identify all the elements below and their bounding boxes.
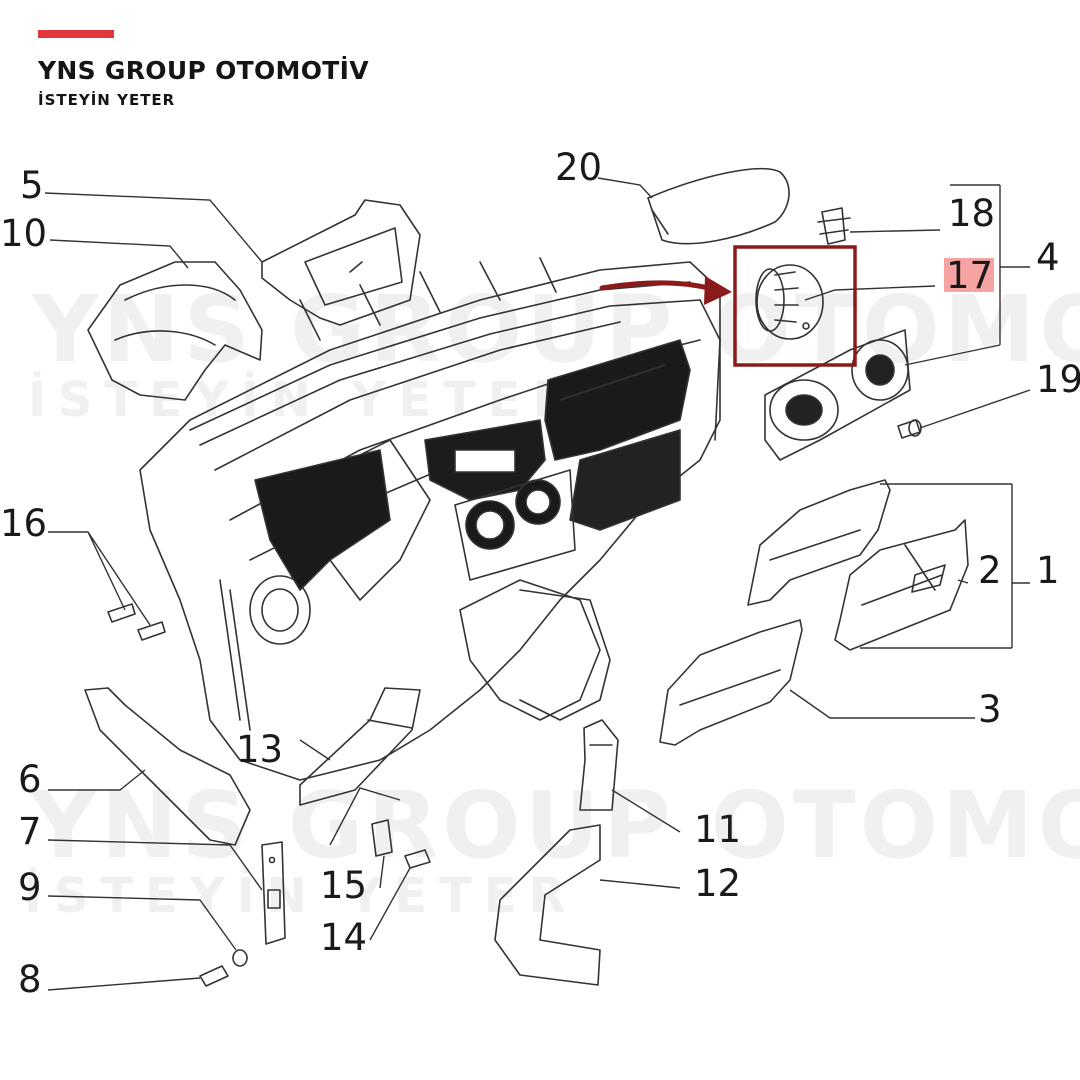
highlight-frame [733,245,857,367]
callout-13: 13 [236,728,283,771]
brand-tagline: İSTEYİN YETER [38,91,176,109]
part-10-column-cover [87,261,263,401]
part-5-upper-cover [261,199,421,326]
callout-15: 15 [320,864,367,907]
callout-10: 10 [0,212,47,255]
callout-14: 14 [320,916,367,959]
part-4-vent-housing [764,329,911,461]
part-16-screws [107,603,166,641]
dashboard-body [139,257,721,781]
callout-2: 2 [978,549,1002,592]
part-14-bolt [404,849,431,869]
brand-accent-bar [38,30,114,38]
watermark-name-lower: YNS GROUP OTOMOTİV [30,772,1080,879]
part-18-clip [817,207,851,245]
part-19-screw [897,419,922,439]
part-11-small-duct [579,719,619,811]
callout-19: 19 [1036,358,1080,401]
part-13-duct [299,687,421,806]
part-17-vent-nozzle [755,264,824,340]
callout-17: 17 [946,254,993,297]
callout-9: 9 [18,866,42,909]
part-6-side-trim [84,687,251,846]
callout-12: 12 [694,862,741,905]
callout-6: 6 [18,758,42,801]
callout-7: 7 [18,810,42,853]
part-15-clip [371,819,393,857]
callout-11: 11 [694,808,741,851]
leader-lines [44,177,1031,991]
part-8-screw [199,965,229,987]
part-2-glove-box-bin [834,519,969,651]
part-3-glove-box-outer [659,619,803,746]
callout-16: 16 [0,502,47,545]
brand-name: YNS GROUP OTOMOTİV [38,56,369,85]
arrow-head-icon [704,276,732,305]
callout-8: 8 [18,958,42,1001]
part-9-nut [232,949,248,967]
part-20-trim-panel [647,167,790,245]
callout-4: 4 [1036,236,1060,279]
callout-5: 5 [20,164,44,207]
part-12-long-duct [494,824,601,986]
watermark-tagline-lower: İSTEYİN YETER [24,868,578,924]
part-7-bracket [261,841,286,945]
callout-17-highlight [944,258,994,292]
part-1-glove-box-lid [747,479,891,606]
callout-1: 1 [1036,549,1060,592]
callout-18: 18 [948,192,995,235]
callout-20: 20 [555,146,602,189]
callout-3: 3 [978,688,1002,731]
